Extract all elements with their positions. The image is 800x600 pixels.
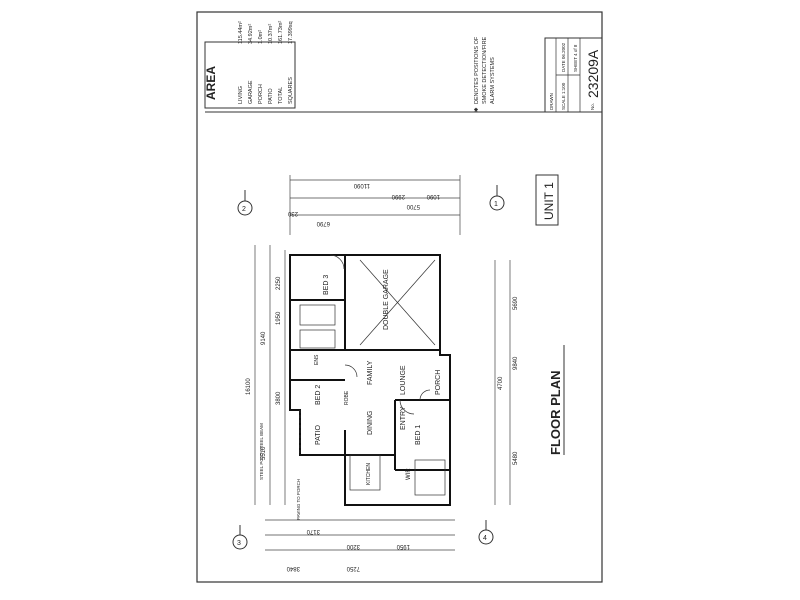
room-label-patio: PATIO (315, 424, 322, 445)
area-row-label: PATIO (268, 88, 274, 104)
paving-note: PAVING TO PORCH (296, 479, 301, 520)
room-label-porch: PORCH (435, 370, 442, 395)
dim-label: 7250 (346, 565, 360, 571)
area-box: AREA LIVING GARAGE PORCH PATIO TOTAL SQU… (204, 21, 296, 109)
unit-label-box: UNIT 1 (535, 174, 559, 226)
room-label-dining: DINING (367, 411, 374, 436)
room-label-family: FAMILY (367, 360, 374, 385)
dim-label: 5480 (513, 451, 519, 465)
dim-label: 5510 (261, 446, 267, 460)
plan-title: FLOOR PLAN (548, 371, 563, 456)
dim-label: 230 (287, 210, 298, 216)
note-line: SMOKE DETECTION/FIRE (482, 36, 488, 104)
unit-label: UNIT 1 (542, 182, 556, 220)
grid-markers: 1 2 3 4 (232, 185, 505, 550)
room-label-lounge: LOUNGE (400, 365, 407, 395)
grid-marker: 3 (232, 525, 248, 550)
no-label: No. (590, 103, 595, 110)
room-label-wir: WIR (406, 468, 412, 480)
drawn-label: DRAWN (549, 93, 554, 110)
dim-label: 2250 (276, 276, 282, 290)
dim-label: 4700 (498, 376, 504, 390)
area-row-label: GARAGE (248, 80, 254, 104)
area-row-value: 1.0m² (258, 30, 264, 44)
dim-label: 16100 (246, 378, 252, 395)
area-heading: AREA (204, 66, 218, 100)
title-block: DRAWN SCALE 1:100 DATE 06.2002 SHEET 4 o… (544, 37, 603, 113)
dim-label: 3170 (306, 528, 320, 534)
steel-post-note: STEEL POST STEEL BEAM (259, 423, 264, 480)
room-label-robe: ROBE (344, 390, 350, 405)
dim-label: 9840 (513, 356, 519, 370)
dim-label: 1950 (396, 543, 410, 549)
building-walls (289, 254, 451, 506)
date-label: DATE 06.2002 (561, 42, 566, 72)
dim-label: 6790 (316, 220, 330, 226)
area-row-label: TOTAL (278, 87, 284, 104)
dim-label: 1090 (426, 193, 440, 199)
area-row-label: LIVING (238, 86, 244, 104)
dim-label: 1950 (276, 311, 282, 325)
room-label-ens: ENS (314, 354, 320, 365)
sheet-label: SHEET 4 of 8 (573, 44, 578, 72)
sheet-border (196, 11, 603, 583)
room-labels: BED 3 DOUBLE GARAGE FAMILY LOUNGE BED 2 … (314, 269, 442, 485)
room-label-entry: ENTRY (400, 406, 407, 430)
area-row-value: 34.92m² (248, 24, 254, 44)
smoke-note: ✱ DENOTES POSITIONS OF SMOKE DETECTION/F… (473, 36, 496, 112)
grid-marker: 4 (478, 520, 494, 545)
scale-label: SCALE 1:100 (561, 82, 566, 110)
area-row-label: PORCH (258, 84, 264, 104)
room-label-kitchen: KITCHEN (366, 463, 372, 485)
dim-label: 3840 (286, 565, 300, 571)
area-row-value: 10.37m² (268, 24, 274, 44)
room-label-garage: DOUBLE GARAGE (383, 269, 390, 330)
dim-label: 3800 (276, 391, 282, 405)
dim-label: 11090 (353, 182, 370, 188)
note-line: DENOTES POSITIONS OF (474, 36, 480, 104)
grid-marker: 1 (489, 185, 505, 211)
area-row-value: 115.44m² (238, 21, 244, 44)
grid-marker: 2 (237, 190, 253, 216)
dim-label: 9140 (261, 331, 267, 345)
svg-text:2: 2 (242, 206, 246, 213)
svg-text:4: 4 (483, 535, 487, 542)
dim-label: 3200 (346, 543, 360, 549)
room-label-bed1: BED 1 (415, 425, 422, 445)
interior-details (299, 254, 446, 496)
plan-title-group: FLOOR PLAN (548, 345, 565, 456)
svg-text:3: 3 (237, 540, 241, 547)
room-label-bed2: BED 2 (315, 385, 322, 405)
dim-label: 5700 (406, 203, 420, 209)
area-row-label: SQUARES (288, 77, 294, 104)
svg-text:1: 1 (494, 201, 498, 208)
dimension-labels: 11090 6790 5700 2990 1090 230 16100 9140… (246, 182, 519, 571)
area-row-value: 17.399sq (288, 21, 294, 44)
dim-label: 5690 (513, 296, 519, 310)
star-icon: ✱ (473, 107, 480, 112)
note-line: ALARM SYSTEMS (490, 57, 496, 104)
dimension-lines (254, 175, 511, 551)
dim-label: 2990 (391, 193, 405, 199)
area-row-value: 161.73m² (278, 21, 284, 44)
room-label-bed3: BED 3 (323, 275, 330, 295)
side-notes: STEEL POST STEEL BEAM PAVING TO PORCH (259, 423, 301, 520)
drawing-number: 23209A (585, 49, 601, 98)
